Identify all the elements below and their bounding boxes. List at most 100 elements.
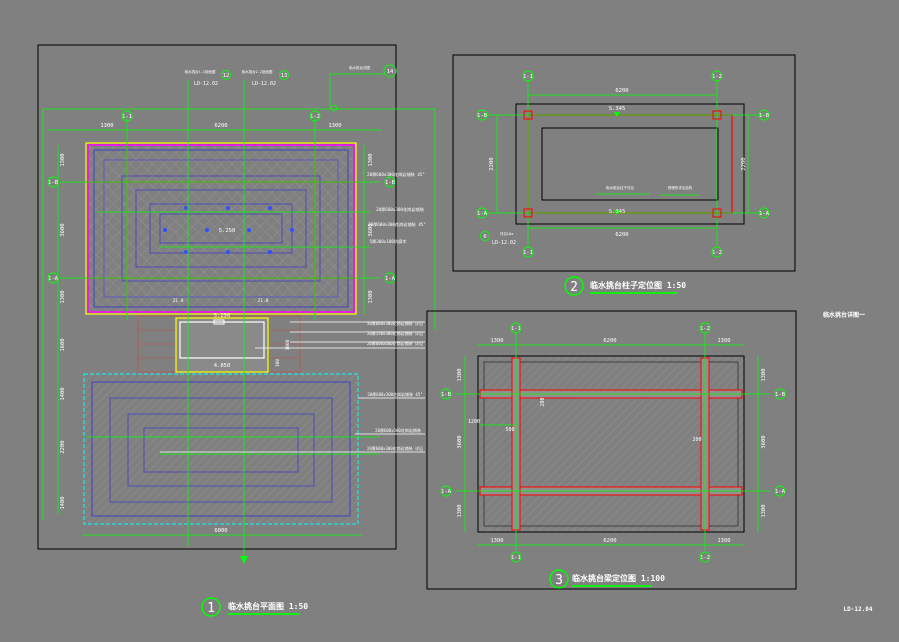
plan-ref-top-text: 临水挑台详图: [349, 65, 370, 70]
col-axis-a-bottom: [522, 246, 534, 258]
plan-note-3: 20厚600x300花岗岩铺装 45°: [368, 221, 426, 228]
beam-dim-right-2: 3600: [761, 435, 767, 448]
beam-number: 3: [555, 573, 563, 588]
col-axis-c-left: [476, 109, 488, 121]
plan-ref-tag-2-label: 13: [281, 73, 288, 79]
beam-view: [426, 310, 797, 590]
plan-number: 1: [207, 601, 215, 616]
col-axis-a-top-label: 1-1: [523, 74, 533, 80]
plan-elev-top: 5.250: [214, 313, 231, 319]
beam-dim-right-3: 1300: [761, 504, 767, 517]
col-axis-b-bottom: [711, 246, 723, 258]
plan-ref-tag-2-sheet: LD-12.02: [252, 81, 276, 87]
col-axis-b-top-label: 1-2: [712, 74, 722, 80]
plan-note-9: 20厚600x300花岗岩铺装: [375, 427, 421, 433]
beam-inner-dim-4: 200: [692, 437, 701, 443]
beam-dim-bottom-3: 1300: [717, 538, 730, 544]
beam-axis-c-left-label: 1-B: [441, 392, 452, 398]
beam-axis-c-right-label: 1-B: [775, 392, 786, 398]
plan-ref-top-label: 14: [387, 69, 394, 75]
plan-note-6: 20厚150x300花岗岩铺装 详见: [367, 330, 423, 336]
beam-axis-a-top-label: 1-1: [511, 326, 521, 332]
beam-axis-a-bottom: [510, 551, 522, 563]
col-ref-label: 6: [483, 234, 486, 240]
plan-step-dim-1: 100: [275, 359, 281, 367]
plan-ref-top: [383, 64, 397, 78]
plan-axis-c-left-label: 1-B: [48, 180, 59, 186]
plan-dim-left-7: 1400: [60, 496, 66, 509]
beam-axis-d-right-label: 1-A: [775, 489, 786, 495]
plan-dim-left-2: 3600: [60, 223, 66, 236]
beam-dim-left-1: 1300: [457, 368, 463, 381]
col-axis-b-top: [711, 70, 723, 82]
beam-axis-c-left: [440, 388, 452, 400]
col-axis-d-right: [758, 207, 770, 219]
upper-platform: [85, 142, 357, 315]
col-elev-top: S.345: [609, 106, 626, 112]
plan-step-dim-2: 1000: [285, 339, 291, 350]
beam-inner-dim-3: 1200: [468, 419, 480, 425]
beam-axis-d-right: [774, 485, 786, 497]
plan-note-2: 20厚600x300花岗岩铺装: [376, 206, 425, 213]
plan-axis-d-left-label: 1-A: [48, 276, 59, 282]
plan-axis-c-left: [47, 176, 59, 188]
beam-dim-bottom-2: 6200: [603, 538, 616, 544]
plan-axis-d-right-label: 1-A: [385, 276, 396, 282]
col-note-1: 临水挑台柱子详见: [606, 185, 634, 190]
beam-axis-b-top-label: 1-2: [700, 326, 710, 332]
plan-view: [37, 44, 436, 564]
plan-note-1: 20厚600x300花岗岩铺装 45°: [367, 171, 425, 178]
plan-note-7: 20厚600x600花岗岩铺装 详见: [367, 340, 423, 346]
col-dim-top: 6200: [615, 88, 628, 94]
col-note-2: 预埋件详见结构: [668, 185, 693, 190]
plan-note-10: 20厚600x300花岗岩铺装 详见: [367, 445, 423, 451]
beam-axis-d-left-label: 1-A: [441, 489, 452, 495]
plan-elev-bottom: 4.850: [214, 363, 231, 369]
plan-ref-tag-2: [279, 70, 289, 80]
plan-axis-b-top: [309, 110, 321, 122]
col-axis-d-left: [476, 207, 488, 219]
plan-dim-left-3: 1300: [60, 290, 66, 303]
beam-axis-b-bottom: [699, 551, 711, 563]
plan-axis-c-right-label: 1-B: [385, 180, 396, 186]
beam-axis-b-top: [699, 322, 711, 334]
plan-dim-left-4: 1600: [60, 338, 66, 351]
plan-small-dim-1: 21.0: [173, 298, 184, 304]
beam-axis-b-bottom-label: 1-2: [700, 555, 710, 561]
plan-elev-center: 5.250: [219, 228, 236, 234]
col-axis-c-right-label: 1-B: [759, 113, 770, 119]
col-number: 2: [570, 280, 578, 295]
plan-dim-bottom: 6000: [214, 528, 227, 534]
plan-dim-left-5: 1400: [60, 387, 66, 400]
plan-axis-a-top: [121, 110, 133, 122]
plan-frame: [37, 44, 397, 550]
col-number-circle: [564, 276, 584, 296]
plan-ref-tag-2-text: 临水挑台2-2剖面图: [242, 69, 273, 74]
plan-dim-top-2: 6200: [214, 123, 227, 129]
plan-dim-left-6: 2200: [60, 440, 66, 453]
col-ref: [480, 231, 490, 241]
col-axis-c-left-label: 1-B: [477, 113, 488, 119]
plan-ref-tag-1: [221, 70, 231, 80]
col-axis-a-bottom-label: 1-1: [523, 250, 533, 256]
plan-axis-d-left: [47, 272, 59, 284]
plan-small-dim-2: 21.0: [258, 298, 269, 304]
col-ref-text: 详见LDa: [500, 231, 513, 236]
plan-axis-d-right: [384, 272, 396, 284]
beam-dim-left-2: 3600: [457, 435, 463, 448]
col-ref-sheet: LD-12.02: [492, 240, 516, 246]
col-elev-bottom: S.345: [609, 209, 626, 215]
col-axis-d-left-label: 1-A: [477, 211, 488, 217]
column-view: [452, 54, 796, 272]
beam-dim-top-3: 1300: [717, 338, 730, 344]
plan-ref-tag-1-sheet: LD-12.02: [194, 81, 218, 87]
beam-dim-bottom-1: 1300: [490, 538, 503, 544]
plan-dim-left-1: 1300: [60, 153, 66, 166]
plan-title: 临水挑台平面图 1:50: [228, 601, 308, 611]
plan-axis-b-top-label: 1-2: [310, 114, 320, 120]
beam-inner-dim-2: 500: [505, 427, 514, 433]
plan-dim-right-2: 3600: [368, 223, 374, 236]
col-dim-left: 2200: [489, 157, 495, 170]
plan-dim-top-3: 1300: [328, 123, 341, 129]
